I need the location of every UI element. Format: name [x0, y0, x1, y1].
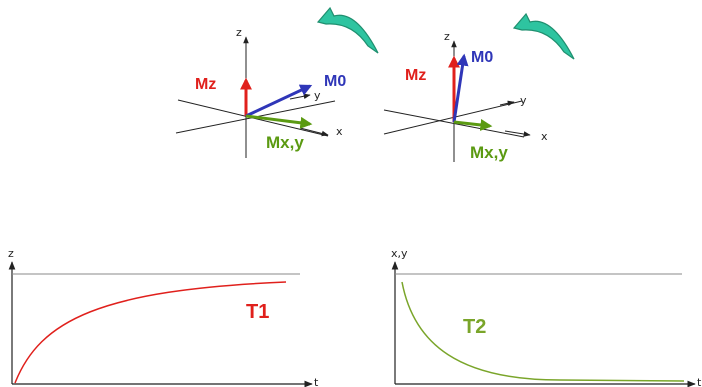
t2-y-axis-label: x,y — [391, 247, 408, 260]
curved-rotation-arrow-icon — [512, 12, 575, 60]
rotation-arrow-2 — [512, 12, 575, 60]
y-axis-arrow — [499, 100, 515, 107]
y-axis-arrow — [289, 93, 311, 100]
t1-recovery-curve — [14, 281, 287, 384]
t1-y-axis-label: z — [8, 247, 14, 260]
rotation-arrow-1 — [316, 6, 379, 54]
mz-label: Mz — [195, 76, 216, 93]
t1-curve-label: T1 — [246, 301, 269, 323]
vector-diagram-1: z y x Mz M0 Mx,y — [175, 6, 379, 158]
mxy-label: Mx,y — [266, 133, 304, 152]
mz-label: Mz — [405, 67, 426, 84]
mxy-label: Mx,y — [470, 143, 508, 162]
mxy-vector — [245, 114, 313, 129]
vector-diagram-2: z y x Mz M0 Mx,y — [383, 12, 575, 162]
z-axis-label: z — [236, 26, 242, 39]
z-axis-label: z — [444, 30, 450, 43]
t2-graph: x,y t T2 — [391, 247, 702, 387]
t2-decay-curve — [401, 281, 685, 382]
t2-curve-label: T2 — [463, 316, 486, 338]
m0-vector — [245, 84, 313, 118]
t1-x-axis-label: t — [314, 376, 319, 387]
t2-x-axis-label: t — [697, 376, 702, 387]
m0-vector — [452, 53, 469, 123]
m0-label: M0 — [324, 73, 346, 90]
x-axis-arrow — [299, 127, 329, 137]
x-axis-label: x — [541, 130, 548, 143]
x-axis-arrow — [504, 130, 531, 137]
curved-rotation-arrow-icon — [316, 6, 379, 54]
x-axis-label: x — [336, 125, 343, 138]
t1-graph: z t T1 — [8, 247, 319, 387]
y-axis-label: y — [520, 94, 527, 107]
m0-label: M0 — [471, 49, 493, 66]
y-axis-label: y — [314, 89, 321, 102]
mxy-vector — [453, 118, 493, 131]
